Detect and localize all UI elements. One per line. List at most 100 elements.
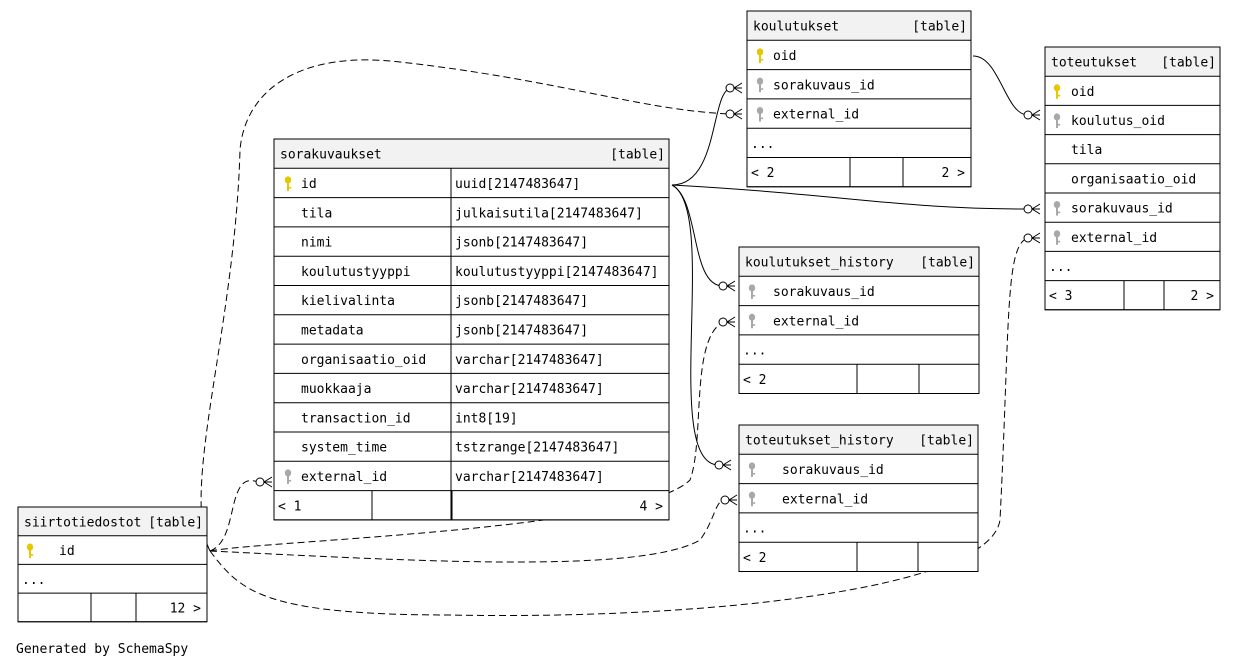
table-koulutukset[interactable]: koulutukset[table]oidsorakuvaus_idextern…	[746, 10, 972, 188]
column-name: organisaatio_oid	[1071, 172, 1196, 187]
column-type: varchar[2147483647]	[455, 470, 604, 485]
foreign-key-icon	[748, 284, 756, 299]
table-toteutukset_history[interactable]: toteutukset_history[table]sorakuvaus_ide…	[738, 424, 979, 572]
footer-children-count: 2 >	[1191, 289, 1215, 304]
column-row[interactable]: sorakuvaus_id	[748, 462, 884, 478]
column-row[interactable]: ...	[743, 344, 766, 359]
column-name: sorakuvaus_id	[773, 285, 875, 300]
column-row[interactable]: external_id varchar[2147483647]	[284, 469, 604, 485]
column-name: sorakuvaus_id	[773, 78, 875, 93]
column-row[interactable]: oid	[756, 48, 797, 64]
crowsfoot-marker	[725, 82, 743, 94]
crowsfoot-marker	[718, 316, 736, 328]
column-name: external_id	[301, 470, 387, 485]
column-row[interactable]: external_id	[748, 491, 868, 508]
foreign-key-icon	[756, 106, 764, 122]
foreign-key-icon	[1053, 201, 1061, 216]
crowsfoot-marker	[255, 476, 273, 488]
crowsfoot-marker	[718, 280, 736, 292]
column-name: id	[59, 544, 75, 559]
column-row[interactable]: sorakuvaus_id	[1053, 201, 1173, 217]
column-type: varchar[2147483647]	[455, 382, 604, 397]
table-kind-label: [table]	[920, 256, 975, 271]
column-row[interactable]: system_time tstzrange[2147483647]	[301, 441, 619, 456]
column-name: koulutustyyppi	[301, 265, 411, 280]
column-type: jsonb[2147483647]	[455, 323, 588, 338]
column-row[interactable]: nimi jsonb[2147483647]	[301, 236, 588, 251]
table-kind-label: [table]	[148, 515, 203, 530]
foreign-key-icon	[748, 491, 756, 507]
primary-key-icon	[26, 543, 34, 559]
table-koulutukset_history[interactable]: koulutukset_history [table] sorakuvaus_ide…	[738, 246, 980, 394]
footer-parents-count: < 2	[751, 166, 774, 181]
column-row[interactable]: sorakuvaus_id	[756, 77, 875, 94]
column-row[interactable]: id	[26, 543, 75, 559]
column-name: oid	[1071, 85, 1094, 100]
foreign-key-icon	[1053, 113, 1061, 128]
foreign-key-icon	[756, 77, 764, 93]
column-type: koulutustyyppi[2147483647]	[455, 265, 659, 280]
column-name: external_id	[773, 108, 859, 123]
table-siirtotiedostot[interactable]: siirtotiedostot [table] id... 12 >	[17, 506, 208, 623]
column-row[interactable]: external_id	[1053, 230, 1157, 246]
column-type: tstzrange[2147483647]	[455, 441, 619, 456]
column-type: julkaisutila[2147483647]	[455, 206, 643, 221]
crowsfoot-marker	[1023, 232, 1041, 244]
rel-sorakuvaukset-toteutukset-history	[671, 184, 720, 466]
column-row[interactable]: ...	[751, 137, 774, 152]
table-name: siirtotiedostot	[24, 515, 141, 530]
table-name: koulutukset	[753, 20, 839, 35]
footer-parents-count: < 2	[743, 551, 766, 566]
column-name: system_time	[301, 441, 387, 456]
foreign-key-icon	[748, 313, 756, 329]
column-name: external_id	[773, 314, 859, 329]
foreign-key-icon	[1053, 230, 1061, 245]
foreign-key-icon	[284, 469, 292, 484]
column-name: nimi	[301, 236, 332, 251]
column-row[interactable]: koulutus_oid	[1053, 113, 1165, 129]
rel-sorakuvaukset-koulutukset	[671, 87, 733, 186]
column-row[interactable]: ...	[743, 522, 766, 537]
table-name: koulutukset_history	[745, 256, 894, 271]
column-name: transaction_id	[301, 411, 411, 426]
column-name: external_id	[1071, 231, 1157, 246]
column-row[interactable]: muokkaaja varchar[2147483647]	[301, 382, 604, 397]
column-row[interactable]: sorakuvaus_id	[748, 284, 875, 300]
column-row[interactable]: organisaatio_oid varchar[2147483647]	[301, 353, 604, 368]
table-kind-label: [table]	[610, 148, 665, 163]
column-row[interactable]: tila	[1071, 143, 1102, 158]
column-row[interactable]: external_id	[748, 313, 859, 330]
rel-sorakuvaukset-koulutukset-history	[671, 184, 724, 287]
column-name: ...	[22, 573, 45, 588]
crowsfoot-marker	[1023, 203, 1041, 215]
table-kind-label: [table]	[1161, 56, 1216, 71]
column-name: oid	[773, 49, 796, 64]
column-row[interactable]: organisaatio_oid	[1071, 172, 1196, 187]
column-name: ...	[743, 522, 766, 537]
table-toteutukset[interactable]: toteutukset[table]oidkoulutus_oidtilaorg…	[1044, 46, 1221, 311]
column-type: jsonb[2147483647]	[455, 236, 588, 251]
column-row[interactable]: ...	[1049, 260, 1072, 275]
footer-children-count: 12 >	[170, 601, 201, 616]
column-row[interactable]: metadata jsonb[2147483647]	[301, 323, 588, 338]
column-type: varchar[2147483647]	[455, 353, 604, 368]
primary-key-icon	[1053, 84, 1061, 99]
foreign-key-icon	[748, 462, 756, 477]
rel-siirtotiedostot-sorakuvaukset	[209, 480, 259, 552]
column-row[interactable]: external_id	[756, 106, 859, 123]
column-row[interactable]: ...	[22, 573, 45, 588]
column-row[interactable]: oid	[1053, 84, 1095, 100]
column-name: metadata	[301, 323, 364, 338]
column-row[interactable]: koulutustyyppi koulutustyyppi[2147483647]	[301, 265, 659, 280]
column-name: muokkaaja	[301, 382, 371, 397]
rel-siirtotiedostot-koulutukset	[200, 59, 731, 552]
column-name: ...	[743, 344, 766, 359]
column-name: organisaatio_oid	[301, 353, 426, 368]
crowsfoot-marker	[720, 494, 738, 506]
column-name: sorakuvaus_id	[782, 463, 884, 478]
